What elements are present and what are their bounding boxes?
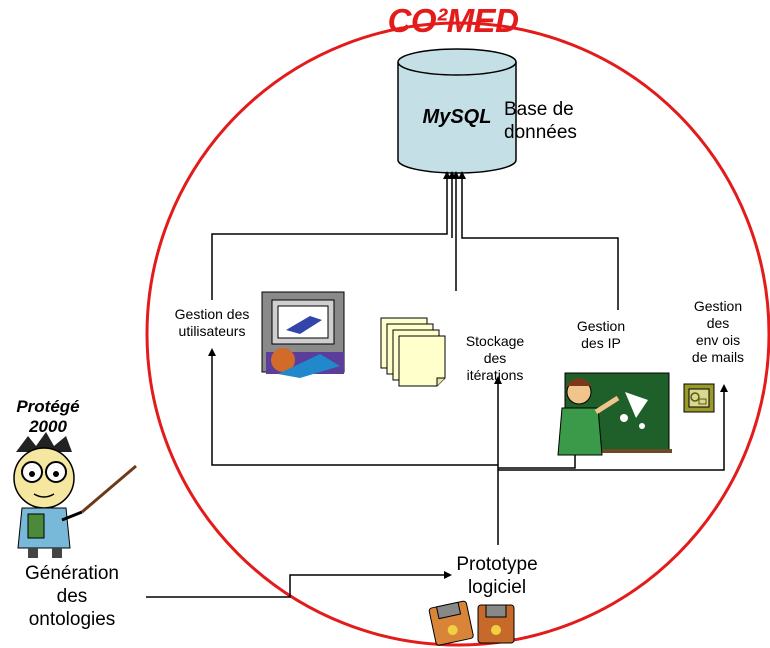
mail-icon <box>683 383 715 413</box>
module-users-label: Gestion des utilisateurs <box>174 306 250 339</box>
computer-user-icon <box>261 291 345 378</box>
database-cylinder-icon <box>397 48 517 174</box>
stacked-papers-icon <box>380 317 446 387</box>
prototype-label: Prototype logiciel <box>456 554 538 598</box>
connector-bus-ip <box>498 455 576 469</box>
system-boundary-circle <box>145 21 770 647</box>
connector-users-db <box>211 171 451 300</box>
connector-bus-mails <box>498 384 728 471</box>
module-storage-label: Stockage des itérations <box>465 333 525 383</box>
protege-character-icon <box>13 432 137 558</box>
ontology-generation-label: Génération des ontologies <box>24 563 119 630</box>
module-mails-label: Gestion des env ois de mails <box>691 298 745 365</box>
protege-name-label: Protégé 2000 <box>16 397 80 436</box>
database-label: Base de données <box>504 99 577 143</box>
teacher-board-icon <box>557 372 672 456</box>
floppy-disks-icon <box>428 600 515 646</box>
module-ip-label: Gestion des IP <box>576 318 626 351</box>
database-engine-label: MySQL <box>422 106 492 128</box>
connector-protege-prototype <box>146 571 452 598</box>
diagram-title: CO²MED <box>387 2 519 39</box>
connector-bus-users <box>208 348 498 466</box>
connector-ip-db <box>458 171 619 310</box>
